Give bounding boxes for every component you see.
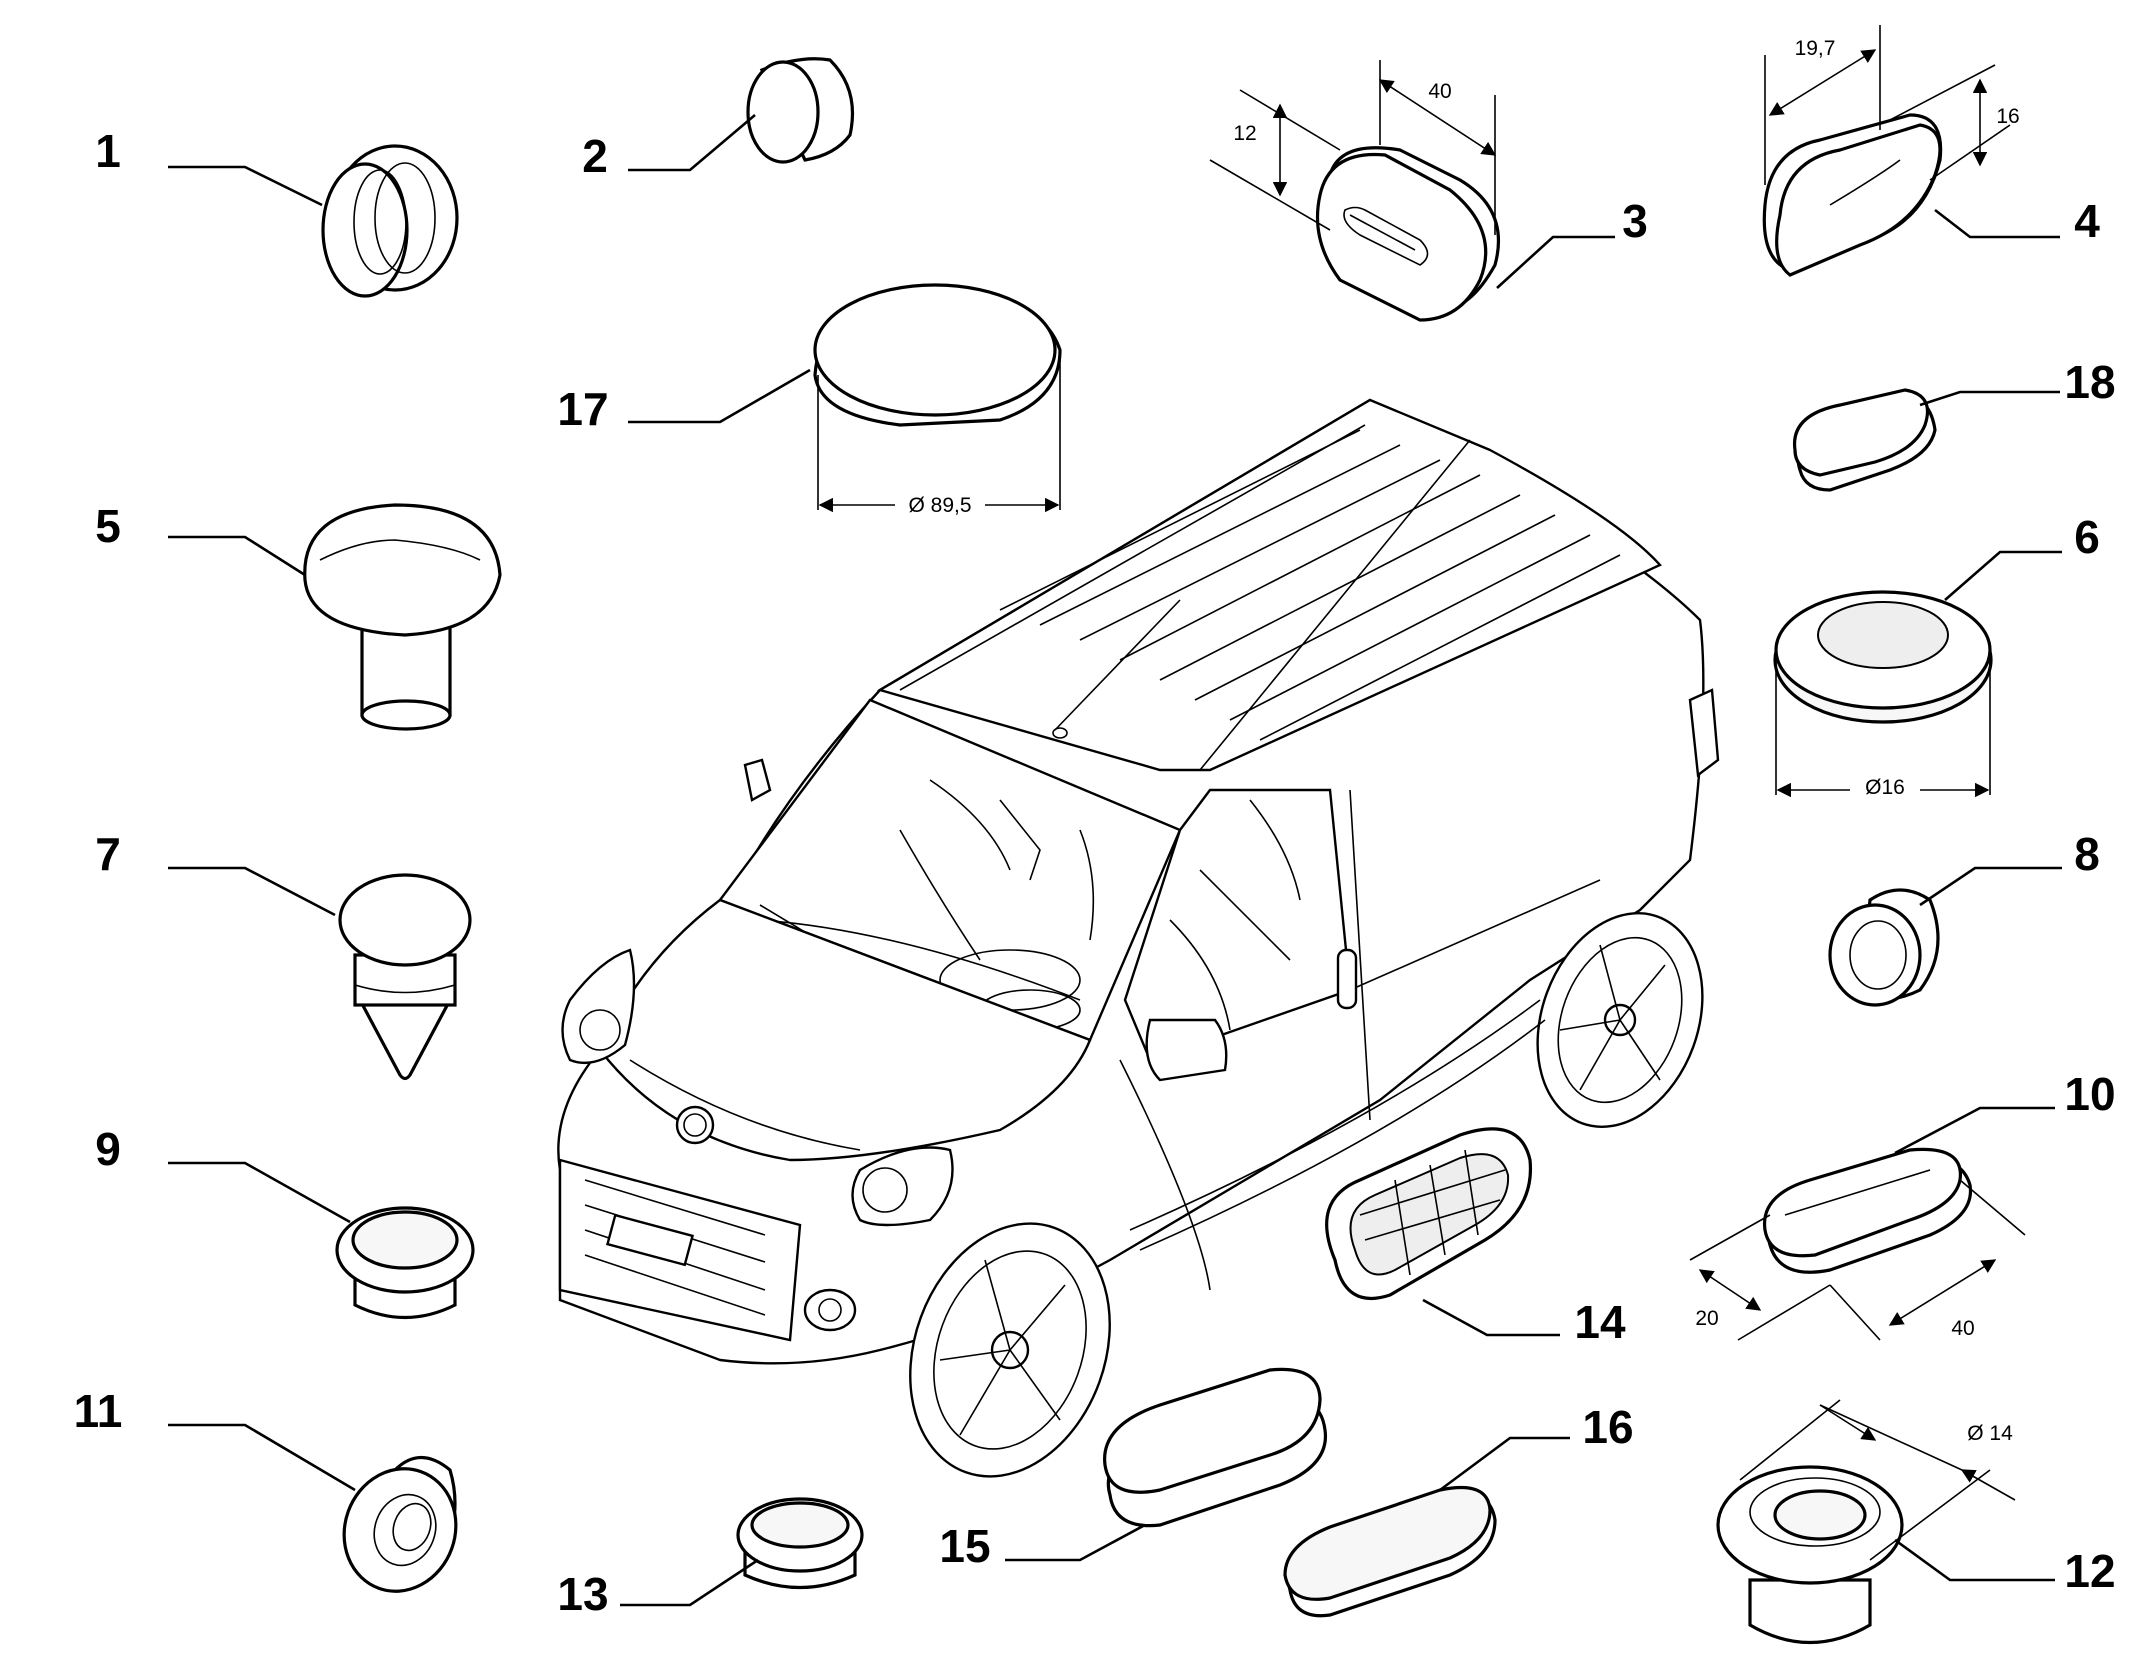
callout-13: 13 <box>557 1568 608 1620</box>
part-4: 19,7 16 <box>1762 25 2060 277</box>
callout-7: 7 <box>95 828 121 880</box>
dim-part3-length: 40 <box>1428 80 1451 103</box>
part-14 <box>1325 1127 1560 1337</box>
part-9 <box>168 1161 475 1319</box>
part-15 <box>1005 1367 1328 1562</box>
part-12: Ø 14 <box>1716 1399 2055 1645</box>
part-17: Ø 89,5 <box>628 283 1062 518</box>
part-13 <box>620 1497 864 1607</box>
callout-12: 12 <box>2064 1545 2115 1597</box>
callout-9: 9 <box>95 1123 121 1175</box>
dim-part6-diameter: Ø16 <box>1865 776 1905 799</box>
dim-part12-diameter: Ø 14 <box>1967 1422 2013 1445</box>
dim-part10-length: 40 <box>1951 1317 1974 1340</box>
callout-10: 10 <box>2064 1068 2115 1120</box>
dim-part3-height: 12 <box>1233 122 1256 145</box>
part-10: 20 40 <box>1689 1106 2055 1341</box>
callout-14: 14 <box>1574 1296 1626 1348</box>
part-7 <box>168 866 472 1081</box>
callout-18: 18 <box>2064 356 2115 408</box>
van-illustration <box>557 398 1720 1478</box>
part-8 <box>1828 866 2062 1007</box>
part-1 <box>168 144 459 298</box>
callout-3: 3 <box>1622 195 1648 247</box>
dim-part4-height: 16 <box>1996 105 2019 128</box>
callout-17: 17 <box>557 383 608 435</box>
part-2 <box>628 57 854 172</box>
callout-8: 8 <box>2074 828 2100 880</box>
dim-part10-width: 20 <box>1695 1307 1718 1330</box>
part-16 <box>1283 1436 1570 1618</box>
callout-6: 6 <box>2074 511 2100 563</box>
part-6: Ø16 <box>1773 550 2062 800</box>
callout-11: 11 <box>74 1385 123 1437</box>
callout-4: 4 <box>2074 195 2100 247</box>
callout-labels: 1 2 3 4 5 6 7 8 9 10 11 12 13 14 15 16 1… <box>74 125 2116 1620</box>
dim-part4-length: 19,7 <box>1795 37 1836 60</box>
callout-16: 16 <box>1582 1401 1633 1453</box>
callout-2: 2 <box>582 130 608 182</box>
part-11 <box>168 1423 458 1593</box>
callout-15: 15 <box>939 1520 990 1572</box>
dim-part17-diameter: Ø 89,5 <box>908 494 971 517</box>
part-18 <box>1792 388 2060 492</box>
part-5 <box>168 503 502 731</box>
callout-5: 5 <box>95 500 121 552</box>
part-3: 40 12 <box>1209 60 1615 322</box>
callout-1: 1 <box>95 125 121 177</box>
